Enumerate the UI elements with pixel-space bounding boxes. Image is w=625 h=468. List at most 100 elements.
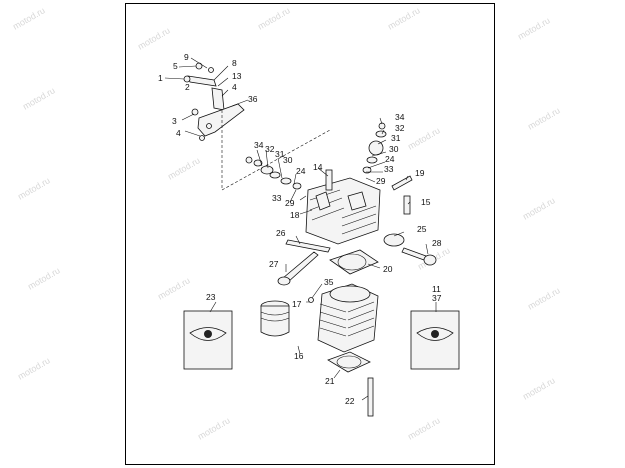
callout-4: 4 [176, 128, 181, 138]
callout-19: 19 [415, 168, 425, 178]
keeper [245, 156, 253, 164]
valves [277, 233, 437, 286]
callout-1: 1 [158, 73, 163, 83]
callout-32: 32 [265, 144, 275, 154]
callout-33: 33 [384, 164, 394, 174]
washer [195, 62, 203, 70]
callout-28: 28 [432, 238, 442, 248]
washer-lower [191, 108, 199, 116]
keeper-right [378, 122, 386, 130]
port-detail [315, 191, 331, 211]
watermark-text: motod.ru [526, 105, 562, 131]
head-body [305, 177, 381, 245]
callout-29: 29 [376, 176, 386, 186]
callout-17: 17 [292, 299, 302, 309]
intake-valve-stem [282, 251, 319, 283]
watermark-text: motod.ru [196, 415, 232, 441]
callout-33: 33 [272, 193, 282, 203]
callout-9: 9 [184, 52, 189, 62]
watermark-text: motod.ru [406, 415, 442, 441]
dowel-35 [308, 297, 314, 303]
callout-35: 35 [324, 277, 334, 287]
valve-spring-inner [269, 171, 281, 179]
cylinder-head [305, 169, 381, 245]
base-gasket [308, 297, 374, 417]
stud-22 [367, 377, 374, 417]
stud [391, 175, 413, 191]
watermark-text: motod.ru [166, 155, 202, 181]
intake-valve-head [277, 276, 291, 286]
watermark-text: motod.ru [526, 285, 562, 311]
watermark-layer: motod.ru motod.ru motod.ru motod.ru moto… [11, 5, 562, 441]
watermark-text: motod.ru [16, 355, 52, 381]
bolt-15 [403, 195, 411, 215]
callout-2: 2 [185, 82, 190, 92]
gasket-plate [329, 249, 379, 275]
callout-4: 4 [232, 82, 237, 92]
lower-collar [292, 182, 302, 190]
bolt-shaft [187, 75, 217, 87]
head-gasket [329, 249, 379, 275]
callout-32: 32 [395, 123, 405, 133]
callout-29: 29 [285, 198, 295, 208]
watermark-text: motod.ru [21, 85, 57, 111]
nut [208, 67, 214, 73]
callout-34: 34 [395, 112, 405, 122]
callout-31: 31 [275, 149, 285, 159]
gasket-kit-left [183, 310, 233, 370]
bracket-post [211, 87, 225, 111]
exhaust-valve-stem [401, 247, 427, 261]
watermark-text: motod.ru [521, 195, 557, 221]
watermark-text: motod.ru [136, 25, 172, 51]
callout-30: 30 [389, 144, 399, 154]
callout-22: 22 [345, 396, 355, 406]
watermark-text: motod.ru [16, 175, 52, 201]
screw-lower [199, 135, 205, 141]
watermark-text: motod.ru [156, 275, 192, 301]
valve-spring-right [368, 140, 384, 156]
callout-26: 26 [276, 228, 286, 238]
watermark-text: motod.ru [521, 375, 557, 401]
left-valve-stack [245, 156, 302, 190]
upper-collar-right [375, 130, 387, 138]
head-bolt [325, 169, 333, 191]
cylinder-bore [329, 285, 371, 303]
valve-cup [383, 233, 405, 247]
callout-23: 23 [206, 292, 216, 302]
watermark-text: motod.ru [386, 5, 422, 31]
callout-15: 15 [421, 197, 431, 207]
callouts: 1 2 3 4 4 5 8 9 13 36 34 32 31 30 24 33 … [158, 52, 442, 406]
callout-3: 3 [172, 116, 177, 126]
exhaust-valve-head [423, 254, 437, 266]
bracket-hole [206, 123, 212, 129]
gasket-kit-right [410, 310, 460, 370]
base-gasket-plate [327, 351, 371, 373]
callout-13: 13 [232, 71, 242, 81]
callout-20: 20 [383, 264, 393, 274]
gasket-bore [337, 253, 367, 271]
valve-seal-right [366, 156, 378, 164]
callout-14: 14 [313, 162, 323, 172]
right-valve-stack [362, 122, 413, 215]
valve-guide [285, 239, 331, 253]
breather-bracket-assembly [164, 57, 331, 191]
watermark-text: motod.ru [256, 5, 292, 31]
callout-30: 30 [283, 155, 293, 165]
callout-36: 36 [248, 94, 258, 104]
upper-collar [253, 159, 263, 167]
callout-34: 34 [254, 140, 264, 150]
callout-24: 24 [385, 154, 395, 164]
callout-16: 16 [294, 351, 304, 361]
watermark-text: motod.ru [11, 5, 47, 31]
cylinder-body [317, 283, 379, 353]
watermark-text: motod.ru [406, 125, 442, 151]
callout-27: 27 [269, 259, 279, 269]
lower-collar-right [362, 166, 372, 174]
callout-31: 31 [391, 133, 401, 143]
callout-25: 25 [417, 224, 427, 234]
callout-5: 5 [173, 61, 178, 71]
cylinder [317, 283, 379, 353]
callout-8: 8 [232, 58, 237, 68]
callout-37: 37 [432, 293, 442, 303]
